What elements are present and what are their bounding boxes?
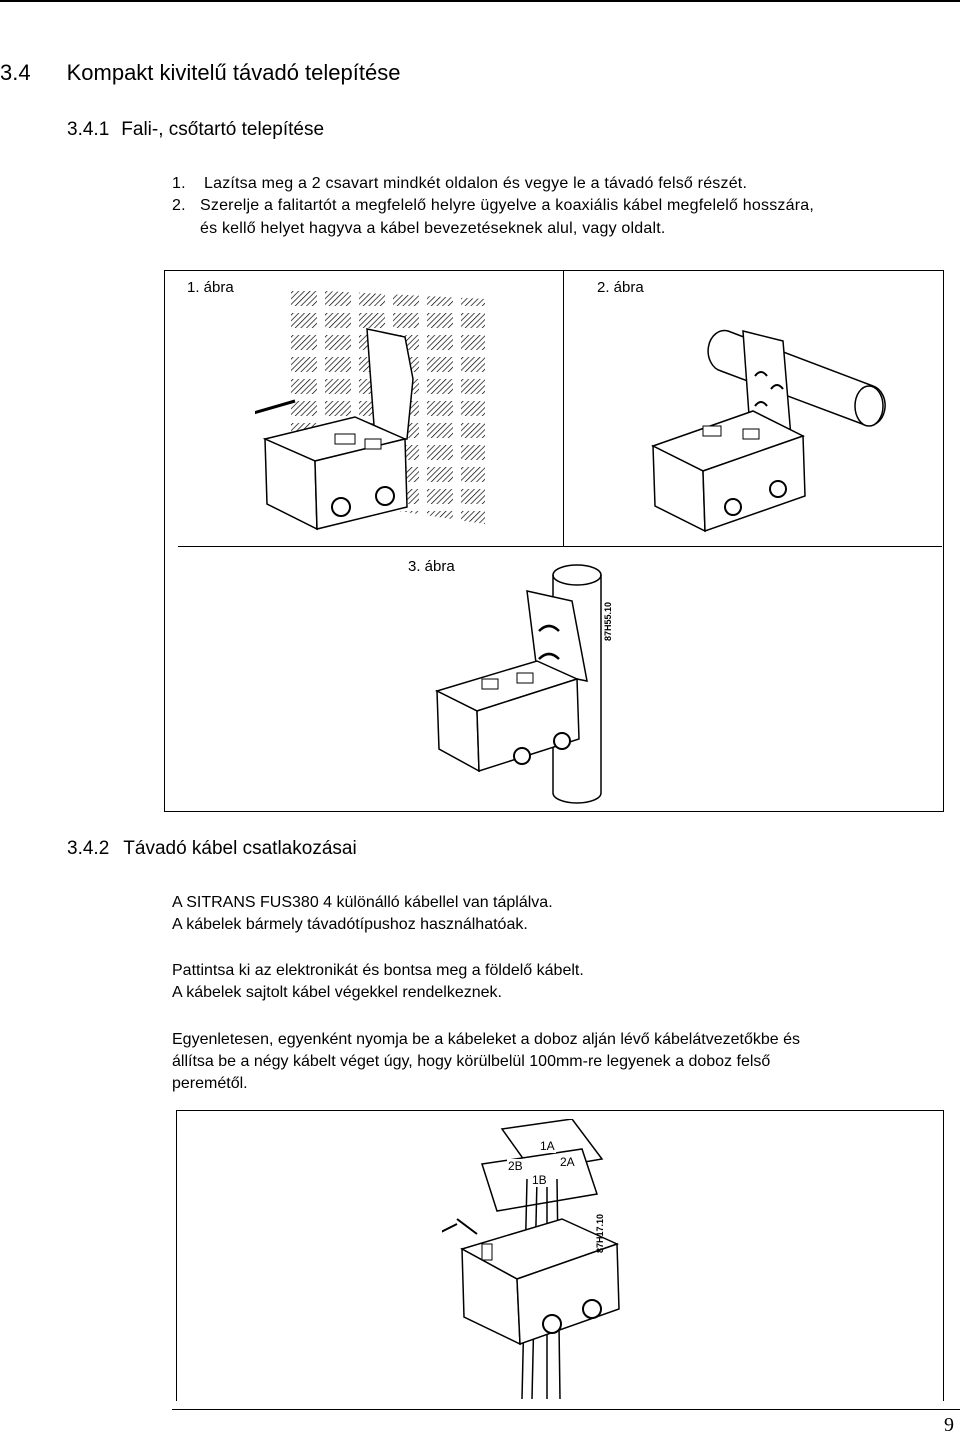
cable-label-1a: 1A [539,1139,556,1153]
cable-label-1b: 1B [531,1173,548,1187]
figure-box-cables: 1A 2A 2B 1B 87H17.10 [176,1110,944,1401]
cable-label-2b: 2B [507,1159,524,1173]
figure-1-caption: 1. ábra [187,279,234,296]
step-number-1: 1. [172,175,186,192]
paragraph-3-line-1: Egyenletesen, egyenként nyomja be a kábe… [172,1031,800,1048]
page-number: 9 [944,1414,954,1436]
paragraph-1-line-1: A SITRANS FUS380 4 különálló kábellel va… [172,894,553,911]
vertical-pipe-mount-drawing [434,564,602,804]
step-2-text-line1: Szerelje a falitartót a megfelelő helyre… [200,197,814,214]
figure-3-caption: 3. ábra [408,558,455,575]
paragraph-1-line-2: A kábelek bármely távadótípushoz használ… [172,916,528,933]
figure-4-code: 87H17.10 [595,1213,605,1253]
wall-mount-drawing [255,289,485,531]
step-1-text: Lazítsa meg a 2 csavart mindkét oldalon … [204,175,748,192]
cable-connection-drawing [442,1119,620,1399]
step-2-text-line2: és kellő helyet hagyva a kábel bevezetés… [200,220,666,237]
figure-3-code: 87H55.10 [603,601,613,641]
cable-label-2a: 2A [559,1155,576,1169]
paragraph-3-line-2: állítsa be a négy kábelt véget úgy, hogy… [172,1053,771,1070]
figure-box-mounting: 1. ábra 2. ábra 3. ábra [164,270,944,812]
figure-2-caption: 2. ábra [597,279,644,296]
footer-rule [172,1409,960,1410]
paragraph-2-line-2: A kábelek sajtolt kábel végekkel rendelk… [172,984,502,1001]
figure-panel-2 [563,271,942,547]
paragraph-2-line-1: Pattintsa ki az elektronikát és bontsa m… [172,962,584,979]
step-number-2: 2. [172,197,186,214]
top-rule [0,0,960,2]
horizontal-pipe-mount-drawing [651,329,886,533]
figure-panel-1 [178,271,564,547]
paragraph-3-line-3: peremétől. [172,1075,248,1092]
